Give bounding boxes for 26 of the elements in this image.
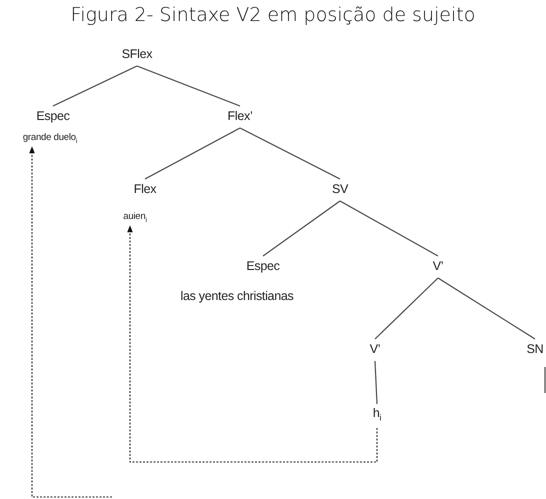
tree-branch <box>240 128 340 180</box>
category-label: V’ <box>432 260 444 274</box>
category-label: las yentes christianas <box>180 290 294 304</box>
category-label: Espec <box>36 110 70 124</box>
category-label: SN <box>526 343 544 357</box>
category-label: Flex’ <box>228 110 252 124</box>
category-label: V’ <box>370 343 380 357</box>
tree-branch <box>144 128 240 180</box>
tree-branch <box>340 200 438 256</box>
lexical-item: grande duelo$_{i}$ <box>22 132 78 146</box>
tree-branch <box>438 278 536 340</box>
tree-branch <box>52 66 138 106</box>
category-label: Flex <box>134 183 156 197</box>
movement-arrow <box>127 225 378 463</box>
category-label: h$_{i}$ <box>372 406 382 424</box>
movement-arrow <box>29 146 112 498</box>
figure-title: Figura 2- Sintaxe V2 em posição de sujeito <box>70 4 476 26</box>
category-label: Espec <box>246 260 280 274</box>
tree-branch <box>374 360 378 404</box>
lexical-item: auien$_{i}$ <box>123 212 147 224</box>
tree-branch <box>374 278 438 340</box>
category-label: SV <box>332 183 348 197</box>
category-label: SFlex <box>122 48 152 62</box>
tree-branch <box>136 65 240 107</box>
tree-branch <box>262 200 340 256</box>
tree-branch <box>544 367 546 393</box>
